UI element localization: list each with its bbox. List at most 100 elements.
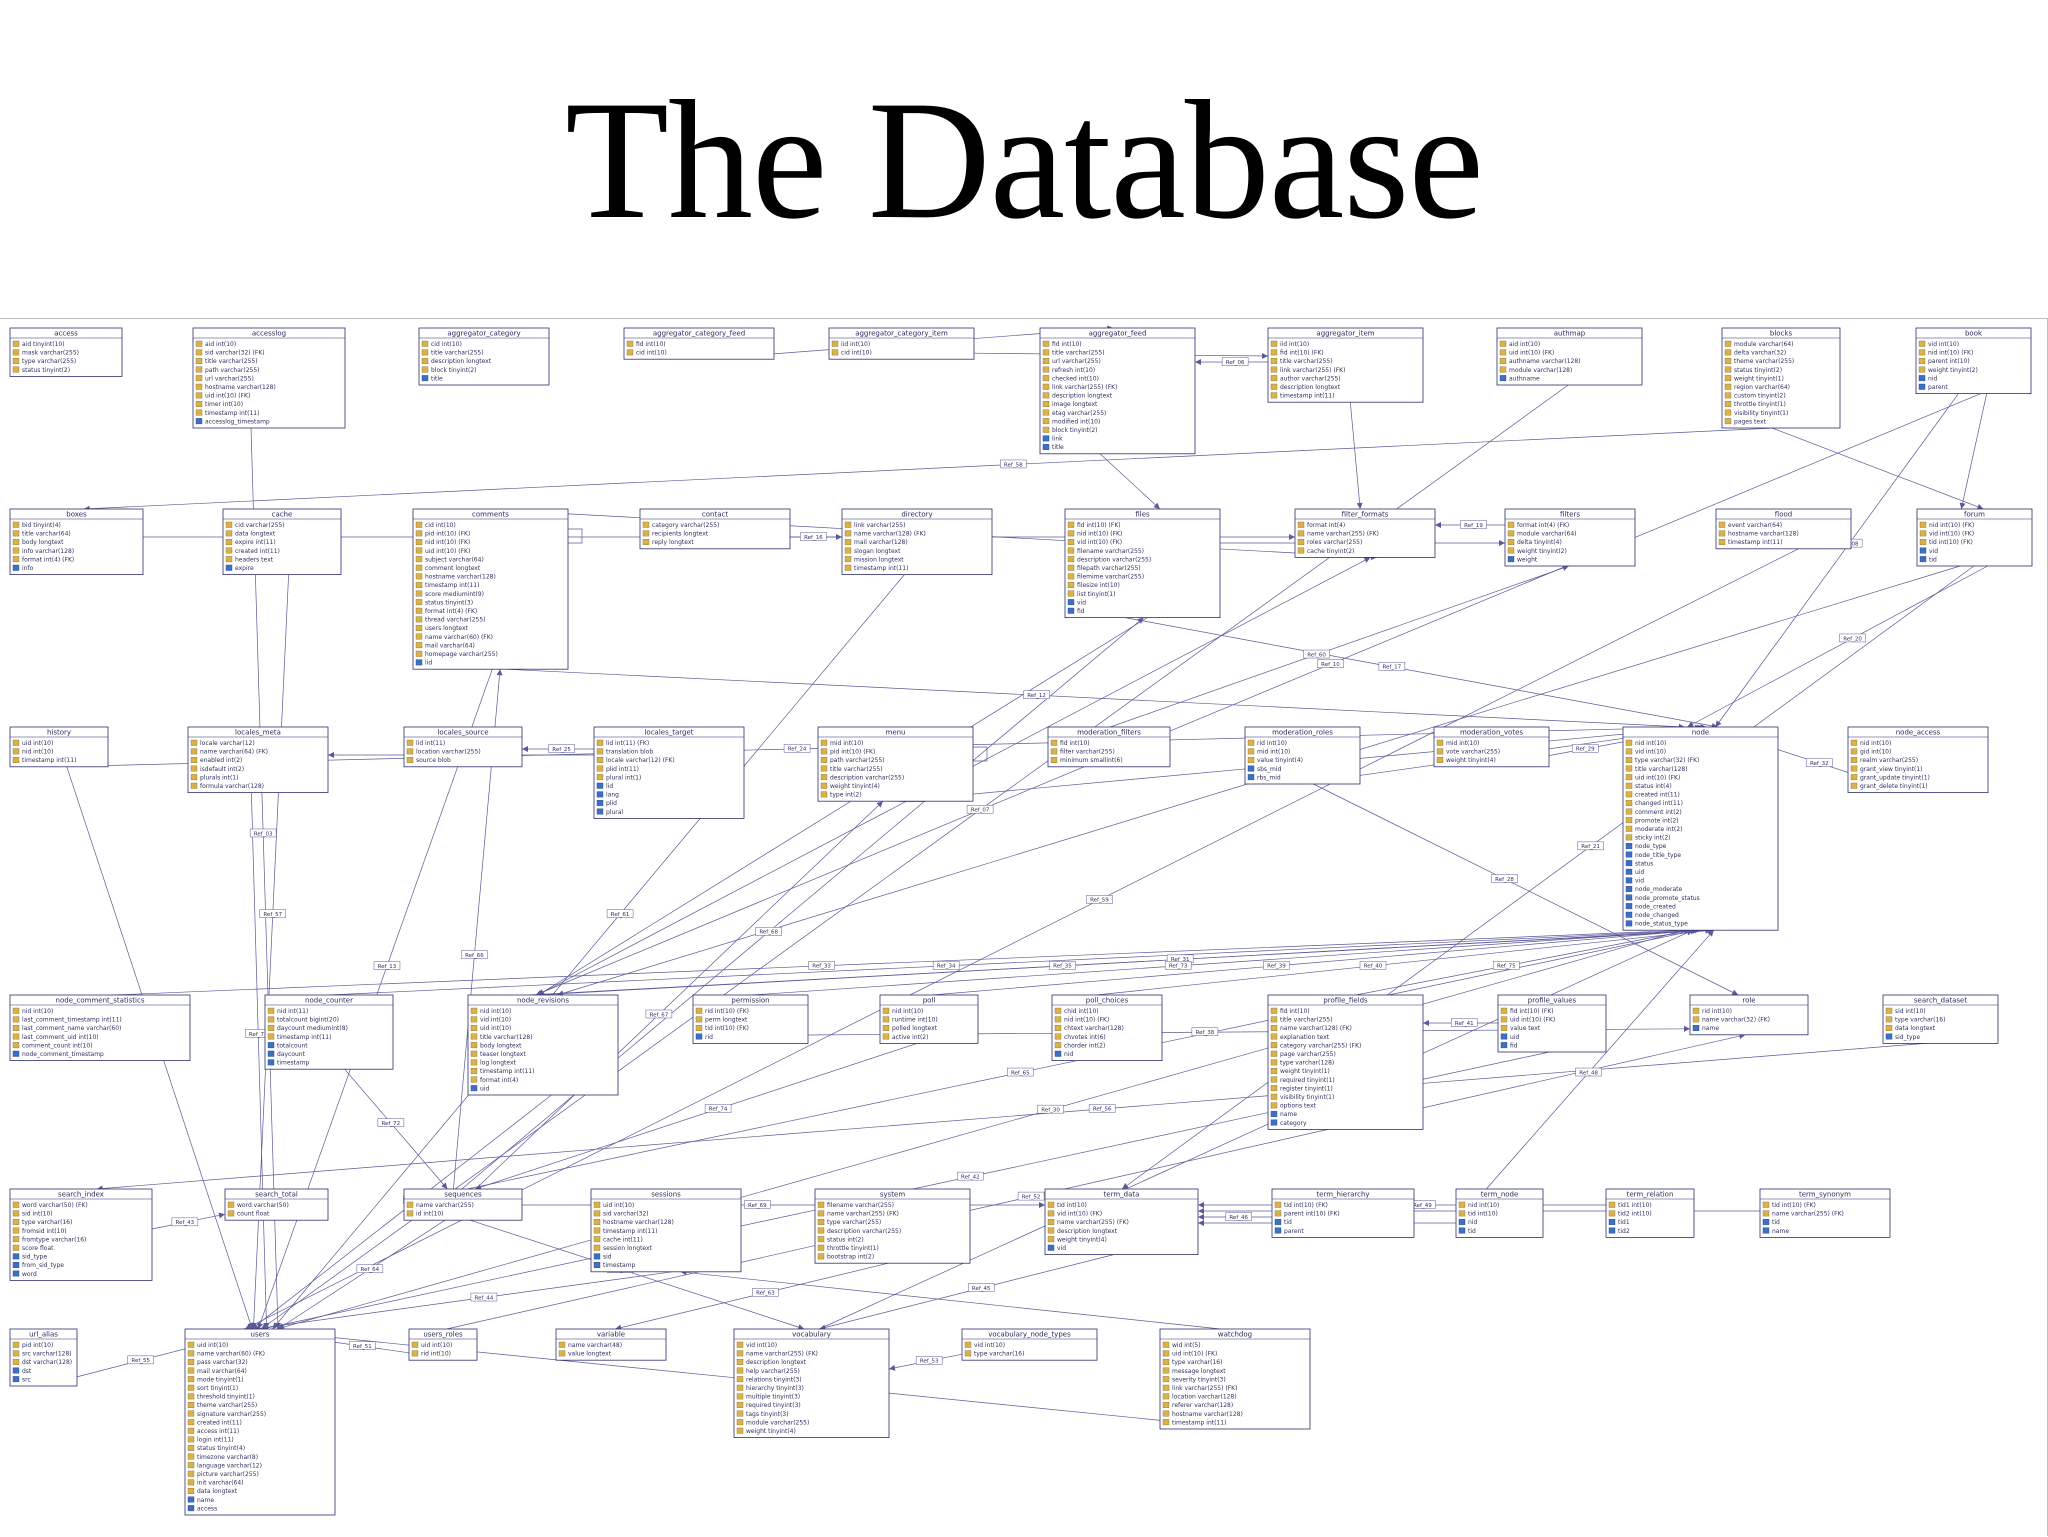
column-key-icon	[1850, 774, 1858, 781]
table-box	[1039, 327, 1196, 455]
index-icon	[1625, 868, 1633, 875]
column-sticky: sticky int(2)	[1635, 835, 1670, 842]
arrowhead	[475, 1184, 482, 1190]
column-key-icon	[267, 1033, 275, 1040]
column-format: format int(4)	[1307, 522, 1345, 529]
relationship-line	[113, 929, 1687, 996]
column-key-icon	[1850, 739, 1858, 746]
column-tid2: tid2	[1618, 1228, 1630, 1235]
column-daycount: daycount	[277, 1051, 306, 1058]
column-count: count float	[237, 1211, 270, 1218]
table-title: aggregator_item	[1316, 330, 1374, 338]
column-key-icon	[406, 1210, 414, 1217]
column-node-status-type: node_status_type	[1635, 921, 1688, 928]
table-title: files	[1135, 511, 1150, 519]
column-name: name	[1772, 1228, 1789, 1235]
column-comment: comment longtext	[425, 565, 481, 572]
arrowhead	[1687, 721, 1695, 727]
column-key-icon	[820, 782, 828, 789]
table-box	[467, 994, 619, 1096]
column-refresh: refresh int(10)	[1052, 367, 1095, 374]
table-title: poll	[923, 997, 936, 1005]
fk-label-box	[744, 1200, 771, 1209]
column-severity: severity tinyint(3)	[1172, 1376, 1226, 1383]
index-icon	[1247, 774, 1255, 781]
column-key-icon	[1270, 1016, 1278, 1023]
column-description: description longtext	[431, 358, 492, 365]
column-module: module varchar(64)	[1734, 341, 1794, 348]
fk-label: Ref_59	[1086, 895, 1113, 904]
fk-label: Ref_75	[1493, 961, 1520, 970]
column-key-icon	[593, 1201, 601, 1208]
column-plid: plid	[606, 800, 617, 807]
column-node-promote-status: node_promote_status	[1635, 895, 1700, 902]
fk-label-text: Ref_24	[788, 747, 807, 753]
column-type: type varchar(32) (FK)	[1635, 757, 1699, 764]
column-nid: nid int(10)	[22, 1008, 53, 1015]
fk-label: Ref_74	[704, 1104, 732, 1113]
table-box	[1496, 327, 1643, 386]
fk-label-text: Ref_66	[465, 953, 484, 959]
column-aid: aid tinyint(10)	[22, 341, 65, 348]
column-key-icon	[1507, 547, 1515, 554]
column-key-icon	[1270, 340, 1278, 347]
column-key-icon	[411, 1350, 419, 1357]
column-description: description longtext	[746, 1359, 807, 1366]
table-title: book	[1965, 330, 1983, 338]
column-uid: uid int(10)	[22, 740, 53, 747]
column-timestamp: timestamp int(11)	[603, 1228, 657, 1235]
fk-label-text: Ref_10	[1321, 662, 1340, 668]
column-mail: mail varchar(64)	[425, 642, 475, 649]
column-rid: rid int(10)	[1702, 1008, 1732, 1015]
column-key-icon	[736, 1410, 744, 1417]
column-key-icon	[1762, 1201, 1770, 1208]
column-users: users longtext	[425, 625, 469, 632]
column-lid: lid int(11)	[416, 740, 445, 747]
column-name: name varchar(255) (FK)	[1057, 1219, 1129, 1226]
column-key-icon	[12, 349, 20, 356]
table-title: access	[54, 330, 78, 338]
column-key-icon	[1919, 530, 1927, 537]
fk-label-box	[1263, 961, 1290, 970]
table-title: role	[1742, 997, 1755, 1005]
column-cid: cid int(10)	[425, 522, 456, 529]
table-box	[817, 726, 974, 802]
index-icon	[1458, 1219, 1466, 1225]
column-tid: tid int(10) (FK)	[705, 1025, 749, 1032]
fk-label-box	[1575, 1067, 1602, 1077]
fk-label-box	[1491, 874, 1518, 883]
column-key-icon	[626, 340, 634, 347]
column-bid: bid tinyint(4)	[22, 522, 61, 529]
column-status: status int(2)	[827, 1236, 864, 1243]
column-image: image longtext	[1052, 401, 1098, 408]
fk-label-box	[967, 1283, 995, 1292]
column-data: data longtext	[1895, 1025, 1936, 1032]
fk-label-box	[783, 744, 811, 753]
column-uid: uid int(10) (FK)	[1172, 1351, 1217, 1358]
column-key-icon	[415, 573, 423, 580]
relationship-line	[615, 1262, 889, 1330]
column-key-icon	[817, 1201, 825, 1208]
column-key-icon	[1918, 366, 1926, 373]
table-box	[9, 327, 123, 377]
table-title: node_revisions	[517, 997, 569, 1005]
relationship-line	[470, 1219, 805, 1330]
fk-label-text: Ref_71	[249, 1032, 268, 1038]
column-key-icon	[1162, 1419, 1170, 1426]
column-wid: wid int(5)	[1172, 1342, 1201, 1349]
table-box	[403, 1188, 523, 1221]
table-title: moderation_filters	[1077, 729, 1141, 737]
table-box	[1759, 1188, 1891, 1238]
column-vid: vid int(10)	[1635, 749, 1666, 756]
column-key-icon	[415, 530, 423, 537]
fk-label-box	[1577, 841, 1604, 851]
relationship-line	[276, 929, 1684, 1330]
fk-label-text: Ref_58	[1004, 462, 1023, 468]
column-key-icon	[195, 383, 203, 390]
column-throttle: throttle tinyint(1)	[827, 1245, 879, 1252]
fk-label: Ref_40	[1359, 961, 1387, 970]
column-key-icon	[415, 650, 423, 657]
column-key-icon	[1625, 765, 1633, 772]
